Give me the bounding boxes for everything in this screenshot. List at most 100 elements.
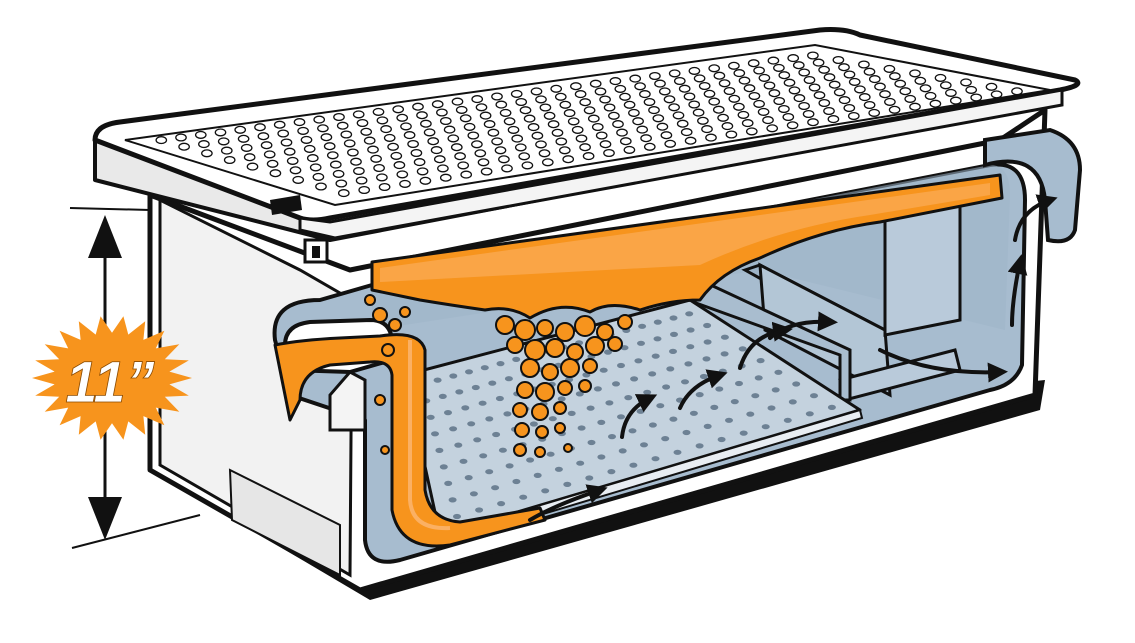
lid-hole: [356, 118, 369, 128]
lid-hole: [802, 109, 815, 119]
lid-hole: [934, 73, 947, 82]
lid-hole: [518, 152, 531, 161]
lid-hole: [745, 127, 758, 136]
lid-hole: [640, 134, 652, 143]
lid-hole: [919, 84, 932, 93]
grease-droplet: [495, 315, 515, 335]
tray-hole: [461, 405, 470, 411]
lid-hole: [289, 166, 302, 175]
tray-hole: [681, 379, 689, 385]
tray-hole: [585, 475, 594, 481]
tray-hole: [640, 442, 648, 448]
lid-hole: [672, 111, 685, 120]
tray-hole: [426, 414, 435, 420]
tray-hole: [666, 366, 675, 372]
lid-latch-slot: [312, 246, 320, 258]
lid-hole: [297, 126, 309, 135]
tray-hole: [448, 497, 457, 503]
tray-hole: [454, 442, 463, 448]
lid-hole: [684, 136, 697, 145]
lid-hole: [854, 85, 866, 94]
lid-hole: [899, 87, 912, 96]
grease-droplet: [557, 380, 573, 396]
lid-hole: [376, 116, 389, 125]
lid-hole: [419, 176, 432, 185]
lid-hole: [985, 82, 998, 91]
lid-hole: [725, 130, 738, 139]
lid-hole: [904, 94, 917, 103]
lid-hole: [383, 133, 396, 142]
grease-droplet: [534, 446, 546, 458]
lid-hole: [403, 131, 416, 140]
lid-hole: [266, 159, 279, 168]
grease-droplet: [574, 315, 596, 337]
grease-droplet: [380, 445, 390, 455]
lid-hole: [562, 155, 575, 164]
lid-hole: [664, 139, 677, 148]
lid-front-edge: [298, 88, 1064, 240]
lid-hole: [358, 185, 371, 195]
lid-hole: [337, 189, 350, 198]
lid-hole: [317, 124, 329, 133]
lid-hole: [634, 82, 646, 91]
tray-hole: [767, 405, 776, 411]
lid-hole: [939, 81, 952, 90]
tray-hole: [670, 331, 678, 337]
grease-droplet: [553, 401, 567, 415]
lid-hole: [668, 69, 681, 78]
lid-hole: [614, 84, 627, 93]
tray-hole: [774, 369, 783, 375]
lid-hole: [623, 145, 636, 154]
tray-hole: [465, 369, 473, 375]
tray-hole: [612, 381, 620, 387]
lid-hole: [721, 122, 734, 131]
lid-hole: [874, 82, 886, 91]
lid-hole: [599, 95, 611, 104]
lid-hole: [594, 87, 607, 96]
lid-hole: [336, 121, 349, 130]
lid-hole: [363, 136, 376, 145]
lid-hole: [848, 77, 861, 86]
lid-hole: [373, 163, 385, 173]
lid-hole: [863, 67, 876, 76]
tray-hole: [546, 451, 555, 457]
lid-hole: [539, 103, 552, 112]
lid-hole: [708, 97, 721, 106]
tray-hole: [686, 327, 695, 333]
lid-hole: [688, 66, 701, 75]
tray-hole: [653, 336, 662, 342]
lid-hole: [792, 61, 805, 70]
lid-hole: [658, 87, 671, 96]
lid-hole: [431, 100, 444, 109]
tray-hole: [480, 365, 489, 371]
lid-hole: [603, 103, 616, 112]
lid-hinge-left: [270, 195, 302, 215]
flow-arrow-7: [1007, 254, 1028, 327]
lid-hole: [335, 179, 348, 188]
tray-hole: [651, 456, 660, 462]
lid-hole: [990, 90, 1003, 99]
dimension-leader-bottom: [71, 514, 201, 549]
lid-hole: [705, 133, 717, 142]
tray-hole: [720, 334, 729, 340]
lid-hole: [632, 117, 644, 126]
lid-hole: [673, 76, 686, 86]
lid-hole: [439, 173, 452, 182]
lid-hole: [370, 154, 382, 163]
lid-hole: [378, 182, 391, 192]
lid-hole: [514, 143, 527, 152]
lid-hole: [827, 115, 840, 124]
lid-hole: [945, 88, 957, 97]
tray-hole: [453, 513, 461, 520]
tray-hole: [686, 344, 695, 350]
tray-hole: [586, 405, 595, 411]
tray-hole: [730, 399, 739, 405]
lid-hole: [530, 87, 543, 96]
lid-hole: [313, 115, 326, 124]
tray-hole: [439, 464, 448, 470]
lid-hole: [603, 148, 615, 158]
lid-hole: [477, 158, 490, 167]
lid-hole: [753, 99, 765, 108]
lid-hole: [828, 80, 841, 89]
